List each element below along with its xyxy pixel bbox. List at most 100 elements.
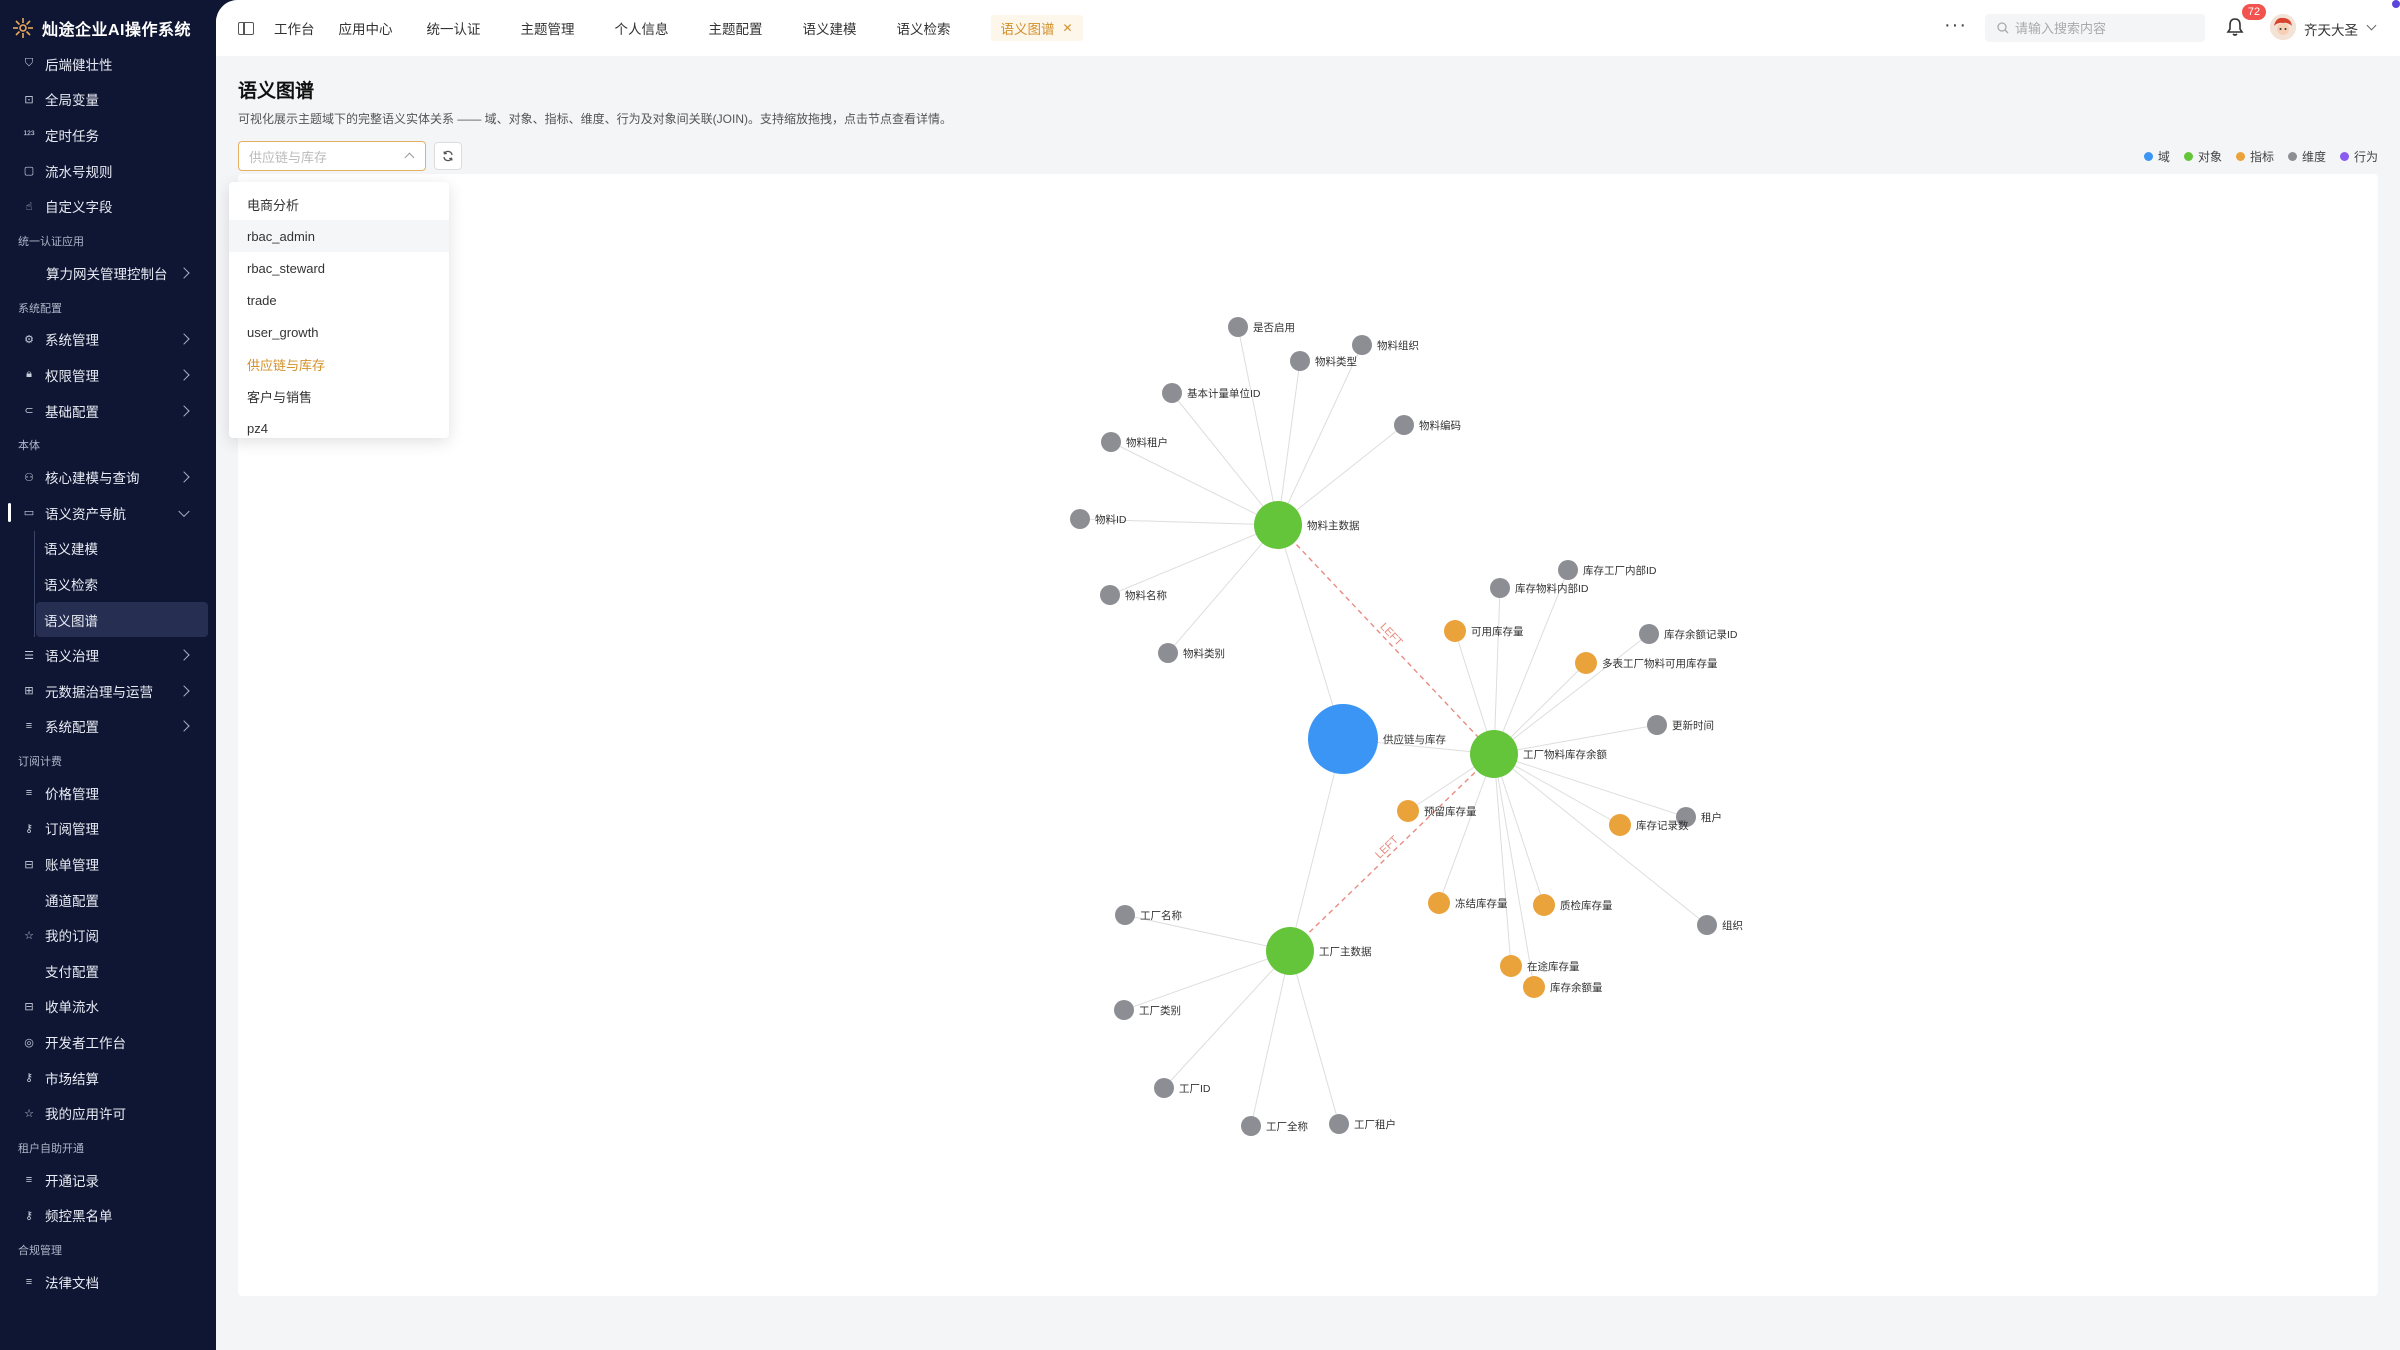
dimension-node-circle[interactable]	[1228, 317, 1248, 337]
sidebar-item[interactable]: ☝自定义字段	[0, 188, 216, 224]
graph-node-metric[interactable]: 多表工厂物料可用库存量	[1575, 652, 1718, 674]
sidebar-item[interactable]: ⚇核心建模与查询	[0, 459, 216, 495]
dimension-node-circle[interactable]	[1394, 415, 1414, 435]
graph-node-metric[interactable]: 库存记录数	[1609, 814, 1689, 836]
join-edge[interactable]	[1289, 753, 1495, 952]
graph-node-domain[interactable]: 供应链与库存	[1308, 704, 1446, 774]
graph-node-metric[interactable]: 冻结库存量	[1428, 892, 1508, 914]
sidebar-item[interactable]: ▢流水号规则	[0, 153, 216, 189]
graph-node-dimension[interactable]: 物料租户	[1101, 432, 1168, 452]
dimension-node-circle[interactable]	[1290, 351, 1310, 371]
sidebar-item[interactable]: ⊡全局变量	[0, 82, 216, 118]
dimension-node-circle[interactable]	[1558, 560, 1578, 580]
sidebar-item[interactable]: ≡开通记录	[0, 1162, 216, 1198]
legend-item[interactable]: 维度	[2287, 148, 2326, 165]
dimension-node-circle[interactable]	[1070, 509, 1090, 529]
sidebar-item[interactable]: ⊟账单管理	[0, 846, 216, 882]
dimension-node-circle[interactable]	[1100, 585, 1120, 605]
object-node-circle[interactable]	[1470, 730, 1518, 778]
sidebar-item[interactable]: ≡法律文档	[0, 1264, 216, 1300]
tab-item[interactable]: 个人信息	[614, 22, 669, 37]
graph-node-dimension[interactable]: 租户	[1676, 807, 1722, 827]
graph-node-object[interactable]: 物料主数据	[1254, 501, 1360, 549]
dropdown-option[interactable]: pz4	[247, 420, 268, 436]
sidebar-item[interactable]: 🔒︎权限管理	[0, 357, 216, 393]
semantic-graph[interactable]: LEFTLEFT供应链与库存物料主数据工厂物料库存余额工厂主数据是否启用物料类型…	[238, 174, 2378, 1296]
dropdown-option[interactable]: trade	[247, 292, 277, 308]
sidebar-item[interactable]: ⚷频控黑名单	[0, 1198, 216, 1234]
graph-node-dimension[interactable]: 工厂类别	[1114, 1000, 1181, 1020]
dropdown-option[interactable]: rbac_steward	[247, 260, 326, 276]
tab-item[interactable]: 工作台	[274, 22, 315, 37]
avatar[interactable]	[2270, 14, 2296, 40]
sidebar-subitem[interactable]: 语义图谱	[36, 601, 208, 638]
tab-active[interactable]: 语义图谱 ✕	[990, 15, 1083, 41]
close-icon[interactable]: ✕	[1062, 21, 1073, 35]
bell-icon[interactable]	[2224, 16, 2246, 38]
tab-item[interactable]: 统一认证	[426, 22, 481, 37]
graph-node-dimension[interactable]: 组织	[1697, 915, 1743, 935]
graph-node-metric[interactable]: 在途库存量	[1500, 955, 1580, 977]
graph-node-metric[interactable]: 预留库存量	[1397, 800, 1477, 822]
metric-node-circle[interactable]	[1575, 652, 1597, 674]
sidebar-item[interactable]: ⊟收单流水	[0, 989, 216, 1025]
dimension-node-circle[interactable]	[1114, 1000, 1134, 1020]
dimension-node-circle[interactable]	[1647, 715, 1667, 735]
legend-item[interactable]: 对象	[2183, 148, 2222, 165]
sidebar-item[interactable]: ≡价格管理	[0, 775, 216, 811]
domain-node-circle[interactable]	[1308, 704, 1378, 774]
search-input[interactable]	[2015, 20, 2195, 36]
sidebar-subitem[interactable]: 语义检索	[44, 577, 98, 593]
graph-node-dimension[interactable]: 库存工厂内部ID	[1558, 560, 1657, 580]
graph-node-metric[interactable]: 质检库存量	[1533, 894, 1613, 916]
sidebar-item[interactable]: ▭语义资产导航	[0, 495, 216, 531]
metric-node-circle[interactable]	[1428, 892, 1450, 914]
metric-node-circle[interactable]	[1444, 620, 1466, 642]
dropdown-option[interactable]: 供应链与库存	[247, 357, 326, 373]
metric-node-circle[interactable]	[1609, 814, 1631, 836]
dimension-node-circle[interactable]	[1697, 915, 1717, 935]
object-node-circle[interactable]	[1254, 501, 1302, 549]
graph-node-dimension[interactable]: 物料编码	[1394, 415, 1461, 435]
graph-node-dimension[interactable]: 物料组织	[1352, 335, 1419, 355]
sidebar-item[interactable]: ⛉后端健壮性	[0, 46, 216, 82]
metric-node-circle[interactable]	[1523, 976, 1545, 998]
metric-node-circle[interactable]	[1500, 955, 1522, 977]
graph-node-dimension[interactable]: 基本计量单位ID	[1162, 383, 1261, 403]
graph-node-dimension[interactable]: 物料ID	[1070, 509, 1127, 529]
dimension-node-circle[interactable]	[1101, 432, 1121, 452]
graph-node-dimension[interactable]: 物料类型	[1290, 351, 1357, 371]
sidebar-item[interactable]: ◎开发者工作台	[0, 1024, 216, 1060]
sidebar-item[interactable]: ☰语义治理	[0, 637, 216, 673]
dimension-node-circle[interactable]	[1352, 335, 1372, 355]
sidebar-item[interactable]: 算力网关管理控制台	[0, 255, 216, 291]
graph-node-dimension[interactable]: 工厂租户	[1329, 1114, 1396, 1134]
sidebar-item[interactable]: ☆我的应用许可	[0, 1095, 216, 1131]
graph-node-dimension[interactable]: 是否启用	[1228, 317, 1295, 337]
graph-node-dimension[interactable]: 工厂全称	[1241, 1116, 1308, 1136]
brand[interactable]: 灿途企业AI操作系统	[0, 0, 216, 56]
object-node-circle[interactable]	[1266, 927, 1314, 975]
sidebar-item[interactable]: 支付配置	[0, 953, 216, 989]
graph-node-metric[interactable]: 库存余额量	[1523, 976, 1603, 998]
legend-item[interactable]: 指标	[2235, 148, 2274, 165]
dimension-node-circle[interactable]	[1676, 807, 1696, 827]
tab-item[interactable]: 主题管理	[520, 22, 575, 37]
legend-item[interactable]: 域	[2143, 148, 2170, 165]
username[interactable]: 齐天大圣	[2304, 23, 2358, 38]
more-icon[interactable]: ···	[1944, 14, 1967, 36]
dimension-node-circle[interactable]	[1115, 905, 1135, 925]
dimension-node-circle[interactable]	[1158, 643, 1178, 663]
legend-item[interactable]: 行为	[2339, 148, 2378, 165]
metric-node-circle[interactable]	[1533, 894, 1555, 916]
chevron-down-icon[interactable]	[2366, 20, 2377, 31]
tab-item[interactable]: 语义建模	[802, 22, 857, 37]
sidebar-subitem[interactable]: 语义建模	[44, 542, 98, 558]
domain-select[interactable]: 供应链与库存	[238, 141, 426, 171]
join-edge[interactable]	[1277, 524, 1495, 755]
search-box[interactable]	[1985, 14, 2205, 42]
graph-node-metric[interactable]: 可用库存量	[1444, 620, 1524, 642]
graph-node-dimension[interactable]: 工厂名称	[1115, 905, 1182, 925]
sidebar-item[interactable]: ⚷订阅管理	[0, 811, 216, 847]
